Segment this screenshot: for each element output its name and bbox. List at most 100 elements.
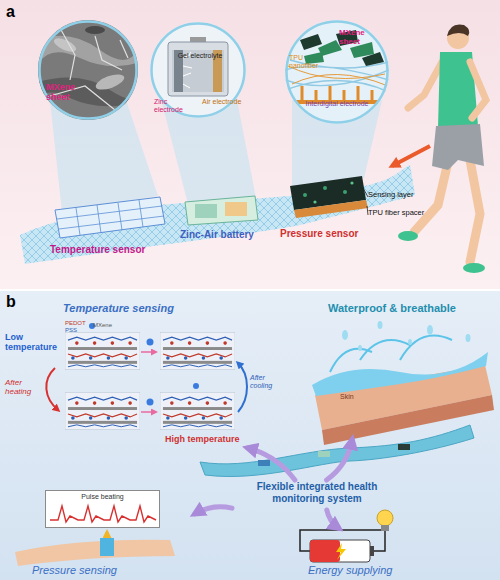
energy-illustration-part xyxy=(370,546,374,556)
part-label: TPU fiber spacer xyxy=(368,209,424,218)
node-text: Low temperature xyxy=(5,332,57,353)
pulse-illustration xyxy=(15,490,175,566)
zoom-circle: MXene sheetTPU nanofiberInterdigital ele… xyxy=(285,20,389,124)
temperature-illustration xyxy=(46,323,247,430)
textile-device-part xyxy=(185,196,258,225)
node-text: Air electrode xyxy=(202,98,242,106)
pressure-zoom-part xyxy=(285,20,389,124)
pulse-illustration-part xyxy=(50,506,156,522)
node-text: MXene xyxy=(93,322,112,329)
node-text: Temperature sensing xyxy=(63,302,174,315)
node-text: Interdigital electrode xyxy=(305,100,369,108)
pulse-box: Pulse beating xyxy=(45,490,160,528)
runner-part xyxy=(414,162,448,232)
circle-outline-ring xyxy=(287,22,388,123)
feature-panel: Pressure sensingPulse beating xyxy=(10,478,195,578)
skin-illustration-part xyxy=(378,321,383,329)
skin-illustration-part xyxy=(342,330,348,340)
sem-image xyxy=(38,20,140,120)
battery-cell-part xyxy=(150,22,246,118)
pulse-illustration-part xyxy=(15,540,175,566)
node-text: Zinc electrode xyxy=(154,98,196,114)
battery-cell-part xyxy=(168,42,228,96)
runner-part xyxy=(463,263,485,273)
panel-divider xyxy=(0,289,500,291)
system-box: Flexible integrated health monitoring sy… xyxy=(232,480,402,510)
part-label: Sensing layer xyxy=(368,191,413,200)
textile-device-part xyxy=(57,200,164,235)
node-text: Waterproof & breathable xyxy=(328,302,456,315)
node-text: Flexible integrated health monitoring sy… xyxy=(232,481,402,504)
pulse-illustration-part xyxy=(45,490,160,528)
temperature-illustration-part xyxy=(238,363,247,412)
panel-letter: a xyxy=(6,3,15,21)
flexible-ribbon-part xyxy=(318,451,330,457)
runner-part xyxy=(432,124,484,170)
node-text: PSS xyxy=(65,327,77,334)
skin-illustration-part xyxy=(408,339,412,345)
temperature-illustration-part xyxy=(147,399,154,406)
textile-device-part xyxy=(195,204,217,218)
temperature-illustration-part xyxy=(141,351,156,353)
energy-illustration-part xyxy=(310,540,340,562)
flow-arrow xyxy=(327,440,353,480)
textile-device-part xyxy=(323,186,327,190)
node-text: After cooling xyxy=(250,374,278,390)
temperature-illustration-part xyxy=(65,332,140,370)
node-text: MXene sheet xyxy=(46,82,86,103)
energy-illustration-part xyxy=(336,543,346,560)
flow-arrow xyxy=(195,507,232,514)
textile-device xyxy=(20,165,415,264)
runner-part xyxy=(447,24,469,36)
part-label: Zinc-Air battery xyxy=(180,229,254,241)
flexible-ribbon-part xyxy=(200,425,474,476)
temperature-illustration-part xyxy=(147,339,154,346)
energy-illustration-part xyxy=(310,540,370,562)
skin-illustration-part xyxy=(330,336,452,373)
temperature-illustration-part xyxy=(46,368,58,410)
temperature-illustration-part xyxy=(141,411,156,413)
textile-device-part xyxy=(350,181,353,184)
flow-arrow xyxy=(248,448,295,480)
runner-part xyxy=(392,146,430,166)
feature-panel: Waterproof & breathableSkin xyxy=(300,298,495,440)
runner xyxy=(392,24,486,273)
textile-device-part xyxy=(294,200,368,218)
runner-part xyxy=(470,62,486,118)
node-text: MXene sheet xyxy=(339,28,381,46)
zoom-circle: MXene sheet xyxy=(38,20,138,120)
panel-b-background xyxy=(0,290,500,580)
textile-device-part xyxy=(20,165,415,264)
node-text: Skin xyxy=(340,393,354,401)
circle-outline xyxy=(285,20,389,124)
zoom-circle: Gel electrolyteZinc electrode Air electro… xyxy=(150,22,246,118)
textile-device-part xyxy=(343,190,347,194)
pulse-illustration-part xyxy=(106,532,109,538)
flexible-ribbon xyxy=(200,425,474,476)
node-text: Gel electrolyte xyxy=(172,52,228,60)
feature-panel: Energy supplying xyxy=(290,528,420,578)
textile-device-part xyxy=(55,197,165,238)
runner-part xyxy=(408,62,442,108)
node-text: After heating xyxy=(5,378,47,396)
textile-device-part xyxy=(20,165,415,264)
energy-illustration-part xyxy=(377,510,393,526)
sem-image-part xyxy=(85,26,105,34)
node-text: TPU nanofiber xyxy=(289,54,325,70)
textile-device-part xyxy=(225,202,247,216)
sem-image-part xyxy=(52,35,78,54)
sem-image-part xyxy=(94,71,126,93)
circle-outline-ring xyxy=(152,24,245,117)
pressure-zoom-part xyxy=(362,52,384,66)
temperature-illustration-part xyxy=(160,332,235,370)
pressure-zoom-part xyxy=(300,34,322,50)
temperature-illustration-part xyxy=(65,392,140,430)
feature-panel: Temperature sensingLow temperaturePEDOTP… xyxy=(5,298,270,448)
pressure-zoom xyxy=(285,20,389,124)
flexible-ribbon-part xyxy=(398,444,410,450)
energy-illustration xyxy=(300,510,393,562)
battery-cell xyxy=(150,22,246,118)
energy-illustration-part xyxy=(381,525,389,531)
node-text: Pulse beating xyxy=(46,493,159,501)
